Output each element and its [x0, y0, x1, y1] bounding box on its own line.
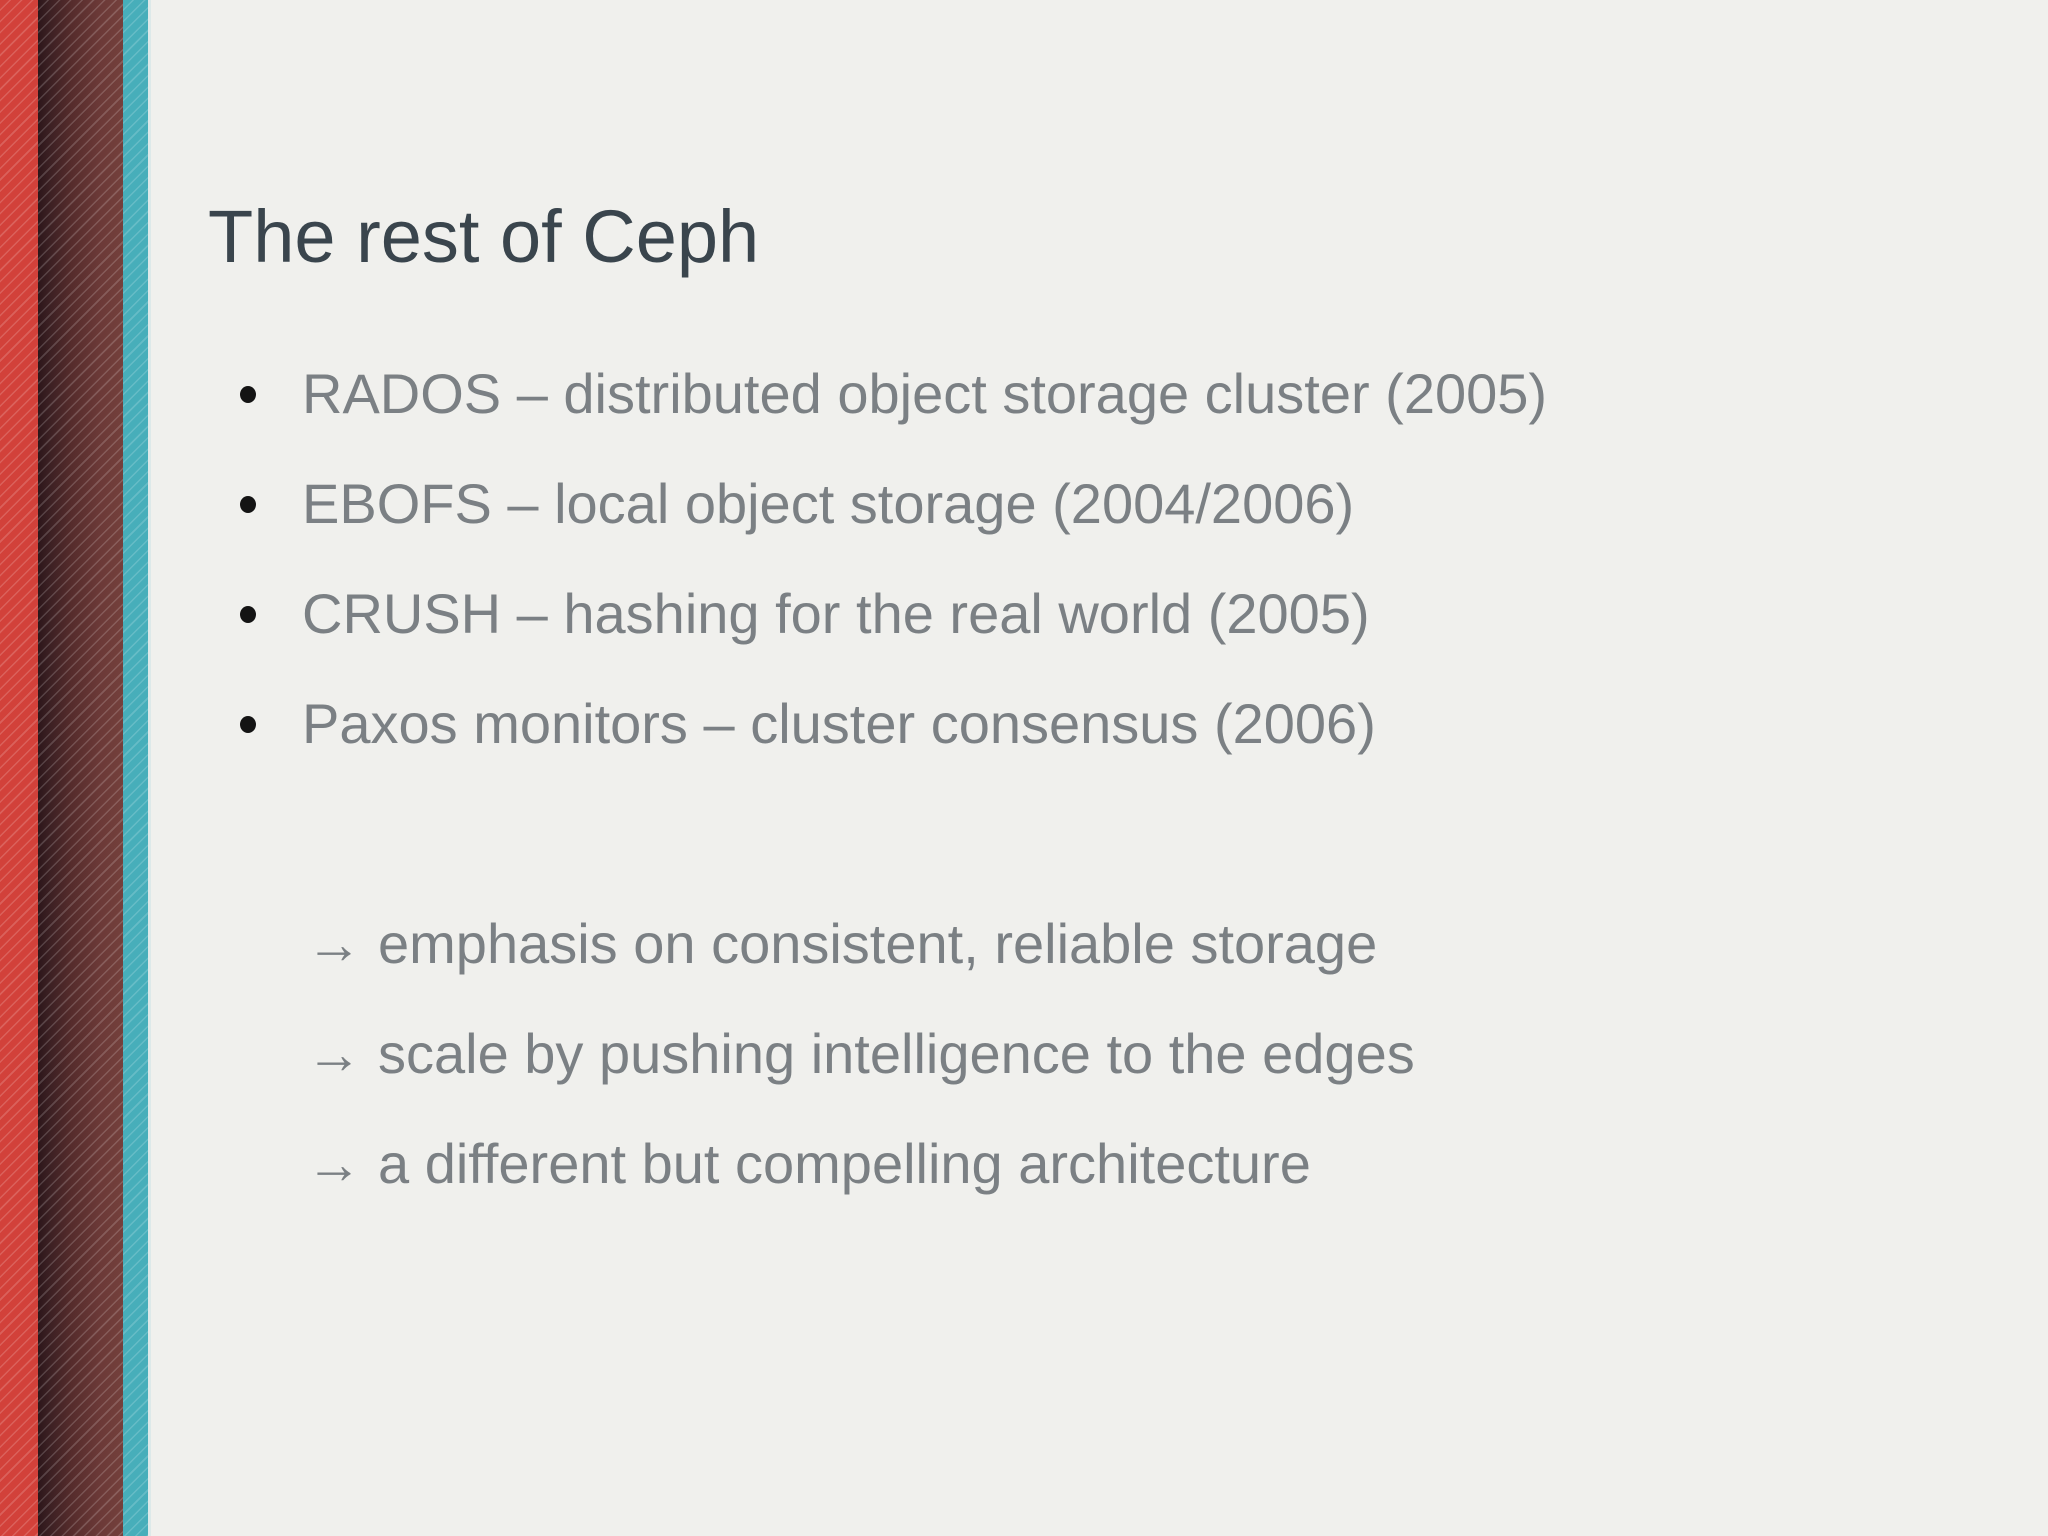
- bullet-text: EBOFS – local object storage (2004/2006): [302, 472, 1355, 535]
- bullet-dot-icon: [240, 606, 256, 623]
- bullet-text: CRUSH – hashing for the real world (2005…: [302, 582, 1370, 645]
- accent-stripe-teal: [123, 0, 151, 1536]
- bullet-list: RADOS – distributed object storage clust…: [240, 339, 1547, 779]
- arrow-item: → a different but compelling architecture: [306, 1109, 1415, 1219]
- arrow-text: emphasis on consistent, reliable storage: [378, 912, 1378, 975]
- bullet-item: CRUSH – hashing for the real world (2005…: [240, 559, 1547, 669]
- arrow-item: → emphasis on consistent, reliable storag…: [306, 889, 1415, 999]
- right-arrow-icon: →: [306, 912, 362, 975]
- arrow-list: → emphasis on consistent, reliable storag…: [306, 889, 1415, 1219]
- bullet-item: EBOFS – local object storage (2004/2006): [240, 449, 1547, 559]
- bullet-text: Paxos monitors – cluster consensus (2006…: [302, 692, 1376, 755]
- slide-title: The rest of Ceph: [208, 194, 760, 278]
- bullet-item: Paxos monitors – cluster consensus (2006…: [240, 669, 1547, 779]
- bullet-dot-icon: [240, 496, 256, 513]
- right-arrow-icon: →: [306, 1132, 362, 1195]
- bullet-dot-icon: [240, 386, 256, 403]
- arrow-item: → scale by pushing intelligence to the ed…: [306, 999, 1415, 1109]
- bullet-text: RADOS – distributed object storage clust…: [302, 362, 1548, 425]
- bullet-item: RADOS – distributed object storage clust…: [240, 339, 1547, 449]
- accent-bar: [0, 0, 151, 1536]
- right-arrow-icon: →: [306, 1022, 362, 1085]
- accent-stripe-maroon: [38, 0, 123, 1536]
- bullet-dot-icon: [240, 716, 256, 733]
- accent-stripe-red: [0, 0, 38, 1536]
- arrow-text: a different but compelling architecture: [378, 1132, 1311, 1195]
- arrow-text: scale by pushing intelligence to the edg…: [378, 1022, 1415, 1085]
